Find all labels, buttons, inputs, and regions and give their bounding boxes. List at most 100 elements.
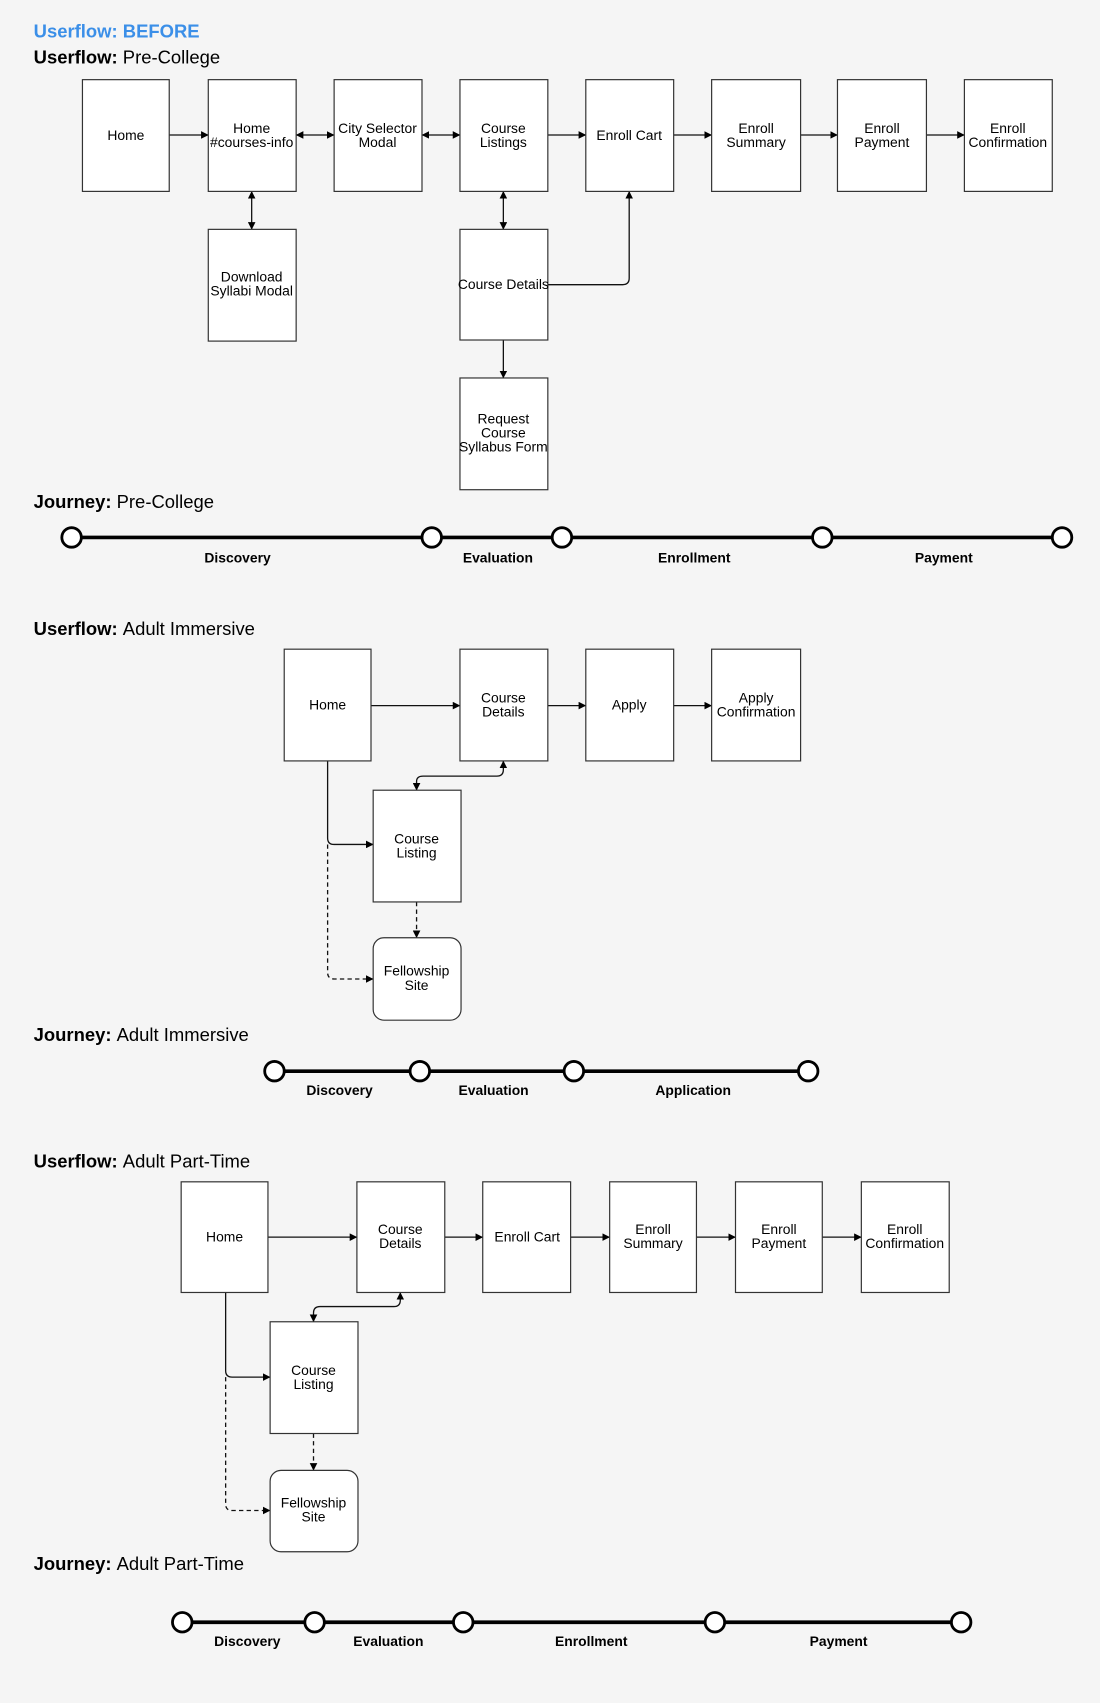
journey-node	[303, 1611, 326, 1634]
flow-box-home[interactable]: Home	[180, 1181, 269, 1294]
heading-text: Adult Immersive	[117, 1024, 249, 1045]
flow-box-course-details[interactable]: Course Details	[458, 228, 549, 341]
adult-immersive-connectors	[326, 701, 713, 983]
box-label-line: Summary	[726, 134, 785, 150]
svg-text:Home: Home	[309, 696, 346, 712]
journey-node	[263, 1060, 286, 1083]
precollege-connectors	[169, 131, 965, 379]
flow-box-home[interactable]: Home	[283, 648, 372, 762]
box-label-line: Summary	[623, 1235, 682, 1251]
heading-label: Userflow:	[34, 618, 118, 639]
box-label-line: Course	[481, 689, 526, 705]
svg-text:Apply: Apply	[612, 696, 647, 712]
box-label-line: Course	[394, 830, 439, 846]
box-label-line: Apply	[739, 689, 774, 705]
journey-node	[452, 1611, 475, 1634]
box-label-line: Course	[481, 425, 526, 441]
box-label-line: Home	[309, 696, 346, 712]
box-label-line: Listing	[293, 1376, 333, 1392]
precollege-userflow-heading: Userflow: Pre-College	[34, 46, 220, 67]
svg-text:Course Details: Course Details	[458, 276, 549, 292]
box-label-line: Enroll	[864, 120, 899, 136]
box-label-line: Enroll	[887, 1221, 922, 1237]
box-label-line: Download	[221, 268, 283, 284]
box-label-line: Request	[478, 411, 530, 427]
box-label-line: Course	[481, 120, 526, 136]
heading-text: Adult Immersive	[123, 618, 255, 639]
heading-label: Journey:	[34, 1024, 112, 1045]
box-label-line: Home	[206, 1228, 243, 1244]
flow-box-home[interactable]: Home	[81, 79, 170, 192]
box-label-line: Apply	[612, 696, 647, 712]
box-label-line: Confirmation	[968, 134, 1047, 150]
box-label-line: Syllabus Form	[459, 439, 548, 455]
journey-node	[797, 1060, 820, 1083]
journey-node	[171, 1611, 194, 1634]
svg-text:Home: Home	[206, 1228, 243, 1244]
box-label-line: #courses-info	[210, 134, 294, 150]
journey-stage-evaluation: Evaluation	[353, 1633, 423, 1649]
journey-node	[562, 1060, 586, 1083]
box-label-line: Enroll	[990, 120, 1025, 136]
flow-box-enroll-cart[interactable]: Enroll Cart	[482, 1181, 572, 1294]
box-label-line: Payment	[752, 1235, 807, 1251]
flow-box-apply[interactable]: Apply	[585, 648, 675, 762]
journey-stage-application: Application	[655, 1082, 731, 1098]
heading-label: Userflow:	[34, 1151, 118, 1172]
box-label-line: Enroll	[635, 1221, 670, 1237]
journey-node	[408, 1060, 431, 1083]
box-label-line: Site	[302, 1508, 326, 1524]
adult-immersive-journey-heading: Journey: Adult Immersive	[34, 1024, 249, 1045]
flow-box-enroll-cart[interactable]: Enroll Cart	[585, 79, 675, 192]
journey-node	[949, 1611, 973, 1634]
flow-box-home-courses-info[interactable]: Home#courses-info	[207, 79, 297, 192]
dashed-connector-arrow	[326, 844, 374, 983]
journey-node	[811, 526, 834, 549]
heading-text: Adult Part-Time	[117, 1553, 244, 1574]
connector-arrow	[547, 191, 633, 286]
page-title: Userflow: BEFORE	[34, 20, 200, 41]
box-label-line: Enroll	[738, 120, 773, 136]
box-label-line: Enroll	[761, 1221, 796, 1237]
heading-label: Journey:	[34, 491, 112, 512]
box-label-line: Site	[405, 977, 429, 993]
connector-arrow	[412, 760, 508, 791]
journey-node	[1050, 526, 1074, 549]
box-label-line: Listings	[480, 134, 527, 150]
journey-node	[420, 526, 443, 549]
journey-stage-enrollment: Enrollment	[658, 549, 731, 565]
svg-text:Enroll Cart: Enroll Cart	[596, 127, 662, 143]
journey-stage-discovery: Discovery	[204, 549, 271, 565]
dashed-connector-arrow	[224, 1377, 271, 1515]
